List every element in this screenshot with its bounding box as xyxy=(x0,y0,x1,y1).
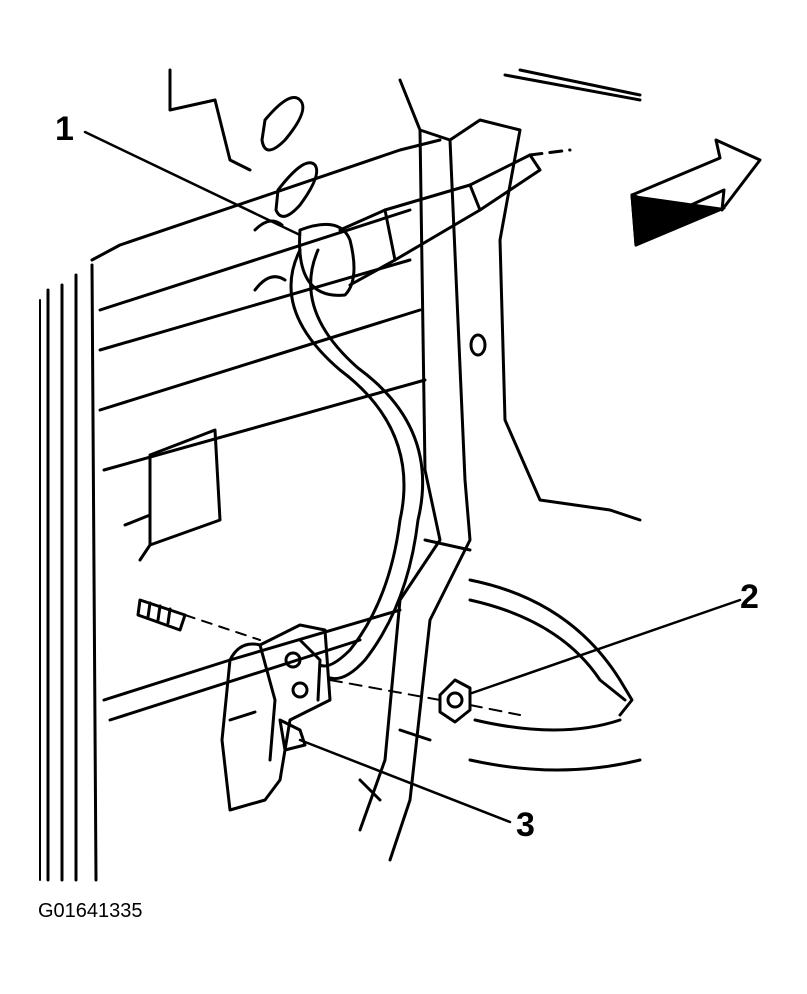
wiring-cable xyxy=(289,248,425,681)
wheel-arch xyxy=(468,578,642,772)
front-direction-arrow xyxy=(630,138,762,247)
figure-id-label: G01641335 xyxy=(38,900,143,922)
callout-3-label: 3 xyxy=(516,806,535,844)
leader-lines xyxy=(83,130,742,824)
door-pillar xyxy=(358,78,642,862)
leader-line-1 xyxy=(83,130,302,237)
door-frame-left xyxy=(39,263,98,882)
panel-pocket xyxy=(123,428,222,562)
leader-line-2 xyxy=(470,598,742,695)
hinge-bolt xyxy=(136,598,261,641)
cable-grommet xyxy=(298,148,572,297)
hinge-nut xyxy=(329,678,521,724)
callout-1-label: 1 xyxy=(55,110,74,148)
panel-slots xyxy=(253,96,319,292)
callout-2-label: 2 xyxy=(740,578,759,616)
leader-line-3 xyxy=(298,738,512,824)
hinge-bracket xyxy=(220,623,332,812)
